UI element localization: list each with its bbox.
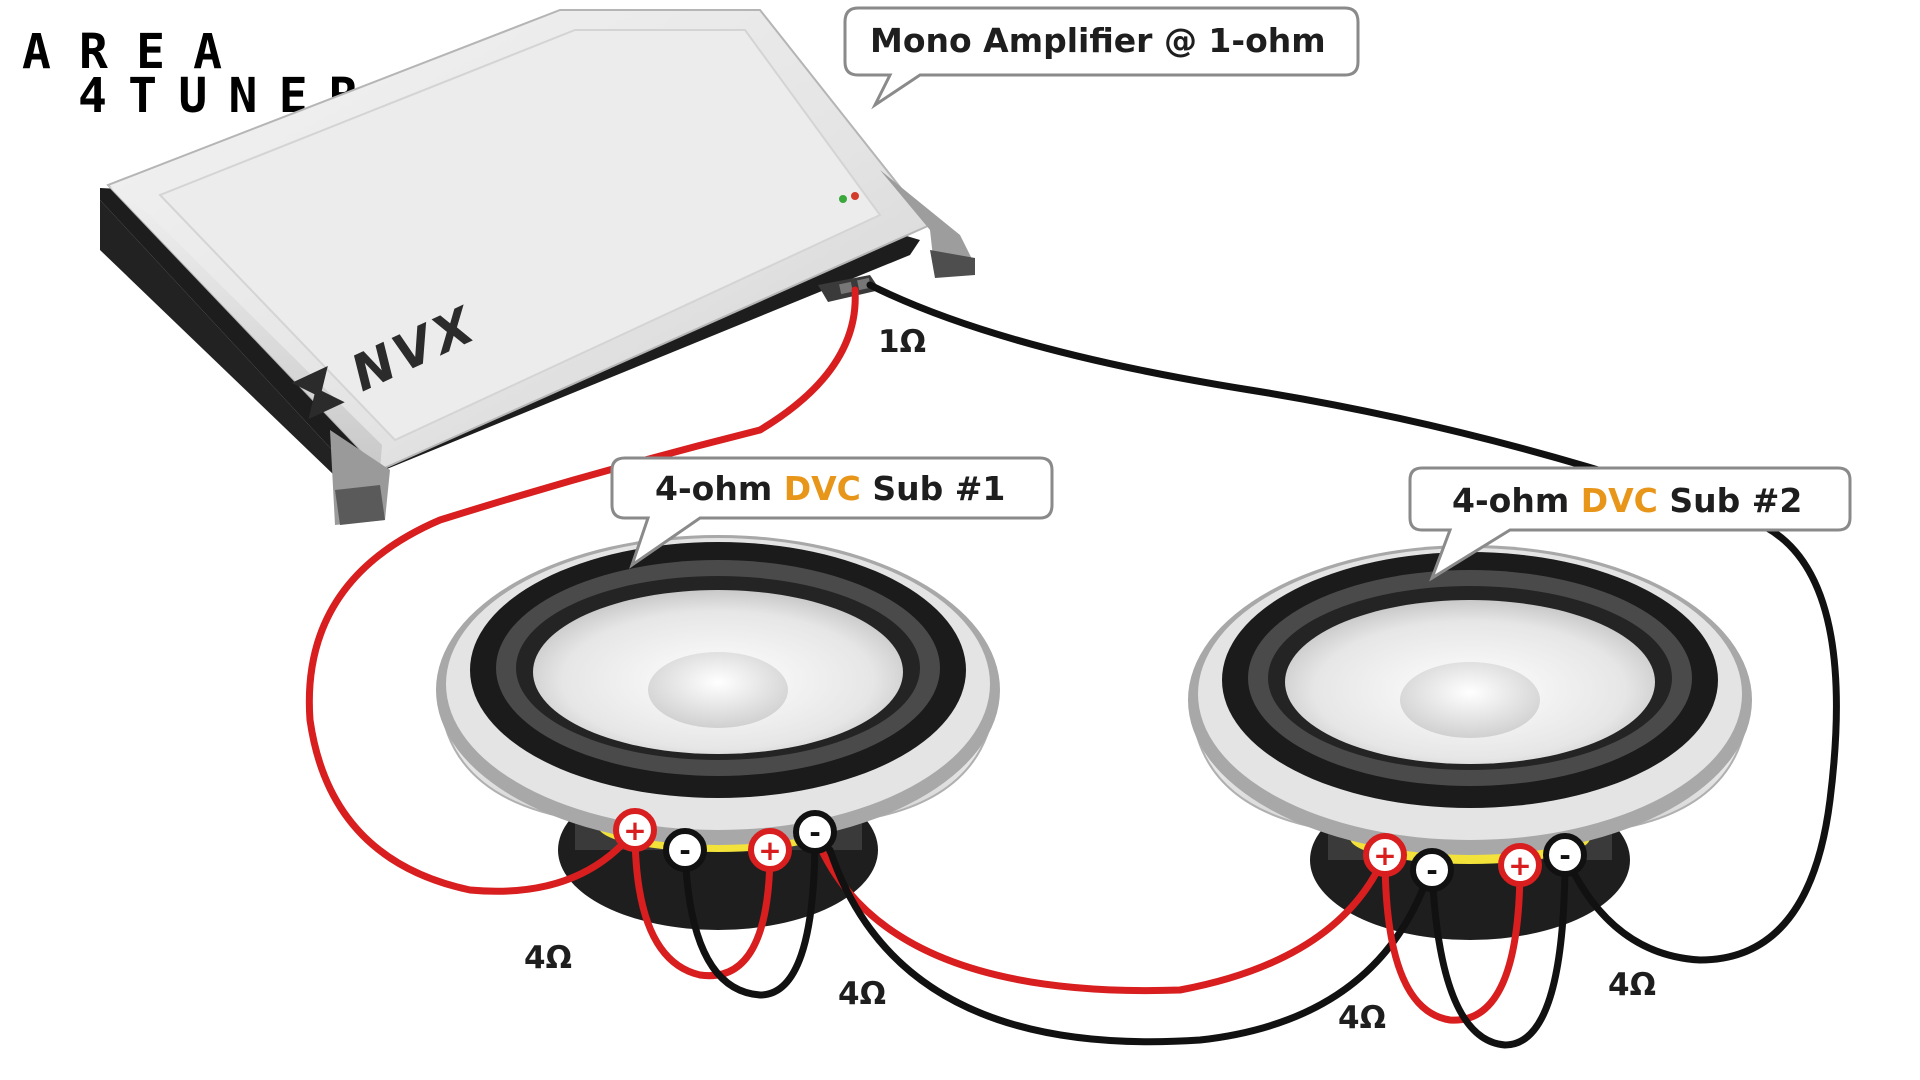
sub1-to-sub2-red xyxy=(811,831,1389,995)
sub2-callout: 4-ohm DVC Sub #2 xyxy=(1408,466,1852,582)
mono-amplifier: NVX xyxy=(100,9,975,525)
positive-wire-main xyxy=(305,286,859,895)
sub1-to-sub2-black xyxy=(826,846,1434,1046)
negative-wire-main xyxy=(866,281,1840,964)
amp-load-label: 1Ω xyxy=(878,324,926,360)
amp-callout-text: Mono Amplifier @ 1-ohm xyxy=(870,21,1326,60)
sub1-coil-jumper-negative xyxy=(681,831,819,999)
sub1-callout: 4-ohm DVC Sub #1 xyxy=(610,456,1054,569)
terminal-symbol: - xyxy=(1559,839,1571,872)
terminal-symbol: + xyxy=(1373,839,1396,872)
protect-led-icon xyxy=(851,192,859,200)
subwoofer-2 xyxy=(1188,545,1752,940)
sub2-coil-b-impedance: 4Ω xyxy=(1608,967,1656,1003)
wiring xyxy=(305,281,1840,1049)
sub1-coilA-positive-terminal xyxy=(613,808,657,852)
sub2-coilA-negative-terminal xyxy=(1410,848,1454,892)
sub2-coil-jumper-negative xyxy=(1428,851,1569,1049)
terminal-symbol: - xyxy=(679,834,691,867)
terminal-symbol: - xyxy=(809,816,821,849)
subwoofer-1 xyxy=(436,535,1000,930)
sub2-coil-a-impedance: 4Ω xyxy=(1338,1000,1386,1036)
sub2-coilB-negative-terminal xyxy=(1543,833,1587,877)
sub2-callout-text: 4-ohm DVC Sub #2 xyxy=(1452,481,1802,520)
terminal-symbol: + xyxy=(758,834,781,867)
sub2-dust-cap xyxy=(1400,662,1540,738)
sub1-terminals: + - + - xyxy=(613,808,837,872)
sub1-coil-b-impedance: 4Ω xyxy=(838,976,886,1012)
sub1-callout-text: 4-ohm DVC Sub #1 xyxy=(655,469,1005,508)
brand-mark-icon xyxy=(291,366,345,420)
terminal-symbol: + xyxy=(623,814,646,847)
sub2-coil-jumper-positive xyxy=(1381,851,1524,1024)
power-led-icon xyxy=(839,195,847,203)
terminal-symbol: + xyxy=(1508,849,1531,882)
sub1-dust-cap xyxy=(648,652,788,728)
terminal-symbol: - xyxy=(1426,854,1438,887)
amp-callout: Mono Amplifier @ 1-ohm xyxy=(843,6,1360,110)
sub1-coilA-negative-terminal xyxy=(663,828,707,872)
sub2-terminals: + - + - xyxy=(1363,833,1587,892)
sub1-coilB-positive-terminal xyxy=(748,828,792,872)
sub2-coilA-positive-terminal xyxy=(1363,833,1407,877)
sub1-coil-a-impedance: 4Ω xyxy=(524,940,572,976)
sub1-coilB-negative-terminal xyxy=(793,810,837,854)
sub1-coil-jumper-positive xyxy=(631,826,774,980)
sub2-coilB-positive-terminal xyxy=(1498,843,1542,887)
